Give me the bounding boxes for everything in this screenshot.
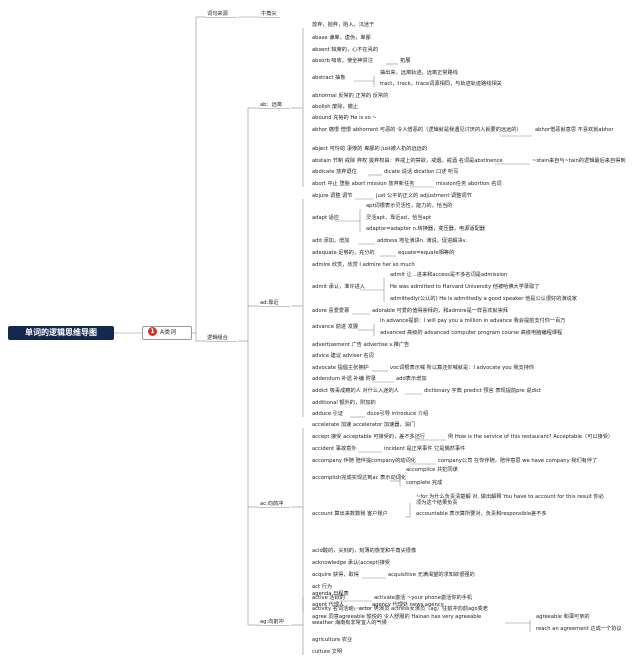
ad-sub-adore[interactable]: adorable 可爱的值得崇拜的，和admire是一样喜欢就崇拜 [372,308,509,314]
ad-item[interactable]: adduce 引证 [312,411,344,417]
ac-sub-accomplish-1[interactable]: accomplice 共犯同谋 [406,467,458,473]
ag-item[interactable]: agenda 日程表 [312,591,349,597]
ad-sub-admit-2[interactable]: He was admitted to Harvard University 他被… [390,284,540,290]
ac-item[interactable]: accomplish完成实现达到ac 表示动词化 [312,475,407,481]
ad-item[interactable]: advance 前进 发展 [312,324,359,330]
ac-item[interactable]: accident 事故意外 [312,446,357,452]
ab-sub-absorb[interactable]: 拓展 [400,58,411,64]
ad-item[interactable]: adore 喜爱爱慕 [312,308,350,314]
group-ad[interactable]: ad:靠近 [260,300,279,306]
ad-item[interactable]: advice 建议 adviser 名词 [312,353,374,359]
group-ac[interactable]: ac:向前冲 [260,501,284,507]
ad-sub-admit-1[interactable]: admit 让...进来和access是不多名词是admission [390,272,508,278]
ac-sub-accept[interactable]: 例 How is the service of this restaurant?… [448,434,614,440]
ab-item[interactable]: abort 中止 堕胎 abort mission 放弃新任务 [312,181,415,187]
ab-item[interactable]: abhor 痛恨 憎恨 abhorrent 可恶的 令人憎恶的（逻辑就是我遇见讨… [312,127,522,133]
source-child-node[interactable]: 牛角尖 [261,11,277,17]
ac-item[interactable]: accompany 伴随 陪伴提company的动词化 [312,458,416,464]
ab-item[interactable]: absorb 吸收，使全神贯注 [312,58,373,64]
category-label: A类词 [160,329,177,336]
ad-item[interactable]: admit 承认，准许进入 [312,284,365,290]
ad-sub-advance-2[interactable]: advanced 高级的 advanced computer program c… [380,330,563,336]
ab-item[interactable]: absent 缺席的，心不在焉的 [312,47,379,53]
ac-sub-account-2[interactable]: accountable 表示算所要对，负责和responsible差不多 [416,511,547,517]
ac-sub-account-1[interactable]: ~for 为什么负责清楚解 对, 做出解释 You have to accoun… [416,494,604,506]
ac-item[interactable]: accelerate 加速 accelerator 加速器，油门 [312,422,416,428]
level1-logic[interactable]: 逻辑组合 [207,335,228,341]
ag-item[interactable]: agriculture 农业 [312,637,353,643]
ad-sub-adapt-3[interactable]: adaptor=adapter n.转换器，变压器，电源适配器 [366,226,485,232]
ad-item[interactable]: adapt 适应 [312,215,340,221]
ad-sub-adapt-2[interactable]: 灵活apt，靠近ad，恰当apt [366,215,431,221]
ad-item[interactable]: adequate 足够的，充分的 [312,250,375,256]
ac-item[interactable]: active 活跃的 [312,595,345,601]
ab-item[interactable]: abolish 废除，撤止 [312,104,359,110]
ad-item[interactable]: addendum 补遗 补编 附录 [312,376,376,382]
ab-item[interactable]: abdicate 放弃退位 [312,169,357,175]
ad-sub-abjure[interactable]: just 公平的正义的 adjustment 调整调节 [376,193,472,199]
ab-item[interactable]: abject 可怜的 凄惨的 卑鄙的 just被人扔的远远的 [312,146,428,152]
ad-item[interactable]: addict 吸毒成瘾的人 对什么入迷的人 [312,388,399,394]
ad-item[interactable]: admire 欣赏，欣赏 I admire her so much [312,262,415,268]
ag-sub-agree-2[interactable]: reach an agreement 达成一个协议 [536,626,622,632]
ac-item[interactable]: activity 名词活动，actor 男演员 actress女演员（ag）往前… [312,606,488,612]
ac-sub-accomplish-2[interactable]: complete 完成 [406,480,443,486]
ag-sub-agent[interactable]: agency 代理处 news agency [372,602,444,608]
ad-sub-advance-1[interactable]: in advance提前：I will pay you a million in… [380,318,566,324]
ac-sub-accompany[interactable]: company公司 在你伴随，陪伴意思 we have company 我们有伴… [438,458,598,464]
ab-sub-abstract-1[interactable]: 抽出来，远离轨迹，远离正常路线 [380,70,458,76]
ab-item[interactable]: abound 充裕的 He is so ~ [312,115,377,121]
ad-sub-adapt-1[interactable]: apt词根表示灵活性，能力的，恰当的 [366,203,453,209]
ag-sub-agree-1[interactable]: agreeable 和蔼可亲的 [536,614,590,620]
ac-sub-active[interactable]: activate激活 ~your phone激活你的手机 [374,595,473,601]
ac-item[interactable]: accept 接受 acceptable 可接受的，差不多还行 [312,434,426,440]
ac-item[interactable]: account 算出来数数我 客户账户 [312,511,388,517]
ag-item[interactable]: culture 文明 [312,649,343,655]
group-ab[interactable]: ab：远离 [260,102,283,108]
ab-sub-abstain[interactable]: ~stain来自与~tain的逻辑最后来自得到 [532,158,626,164]
ad-sub-addendum[interactable]: add表示增加 [396,376,427,382]
ad-sub-advocate[interactable]: voc词根表示喊 所以算还你喊就是：I advocate you 我支持你 [390,365,535,371]
ab-item[interactable]: 放弃，抛弃，陷入，沉迷于 [312,22,375,28]
ab-item[interactable]: abase 谦卑，虚伪，卑鄙 [312,35,371,41]
ab-item[interactable]: abstain 节制 戒除 弃权 拔弃权由：弃戒上的禁欲，戒烟，戒酒 名词是ab… [312,158,503,164]
root-node[interactable]: 单词的逻辑思维导图 [8,326,114,340]
ac-item[interactable]: acknowledge 承认(accept)接受 [312,560,390,566]
group-ag[interactable]: ag:向前冲 [260,619,284,625]
ab-sub-abstract-2[interactable]: tract，track，trace词源相同，与轨迹轨迹路线相关 [380,81,502,87]
ab-item[interactable]: abnormal 反常的 正常的 反常的 [312,93,389,99]
ac-sub-acquire[interactable]: acquisitive 无满渴望的求知欲很强的 [388,572,475,578]
ag-item[interactable]: agree 同意agreeable 愉悦的 令人舒服的 Hainan has v… [312,614,482,626]
ad-item[interactable]: additional 额外的，附加的 [312,400,376,406]
ag-item[interactable]: agent 代理人 [312,602,345,608]
ab-sub-abdicate[interactable]: dicate 说话 dication 口述 听写 [384,169,459,175]
ab-sub-abort[interactable]: mission任务 abortion 名词 [436,181,502,187]
ad-sub-add[interactable]: address 地址演讲n. 演说，促进解决v. [377,238,467,244]
ad-item[interactable]: add 添加，增加 [312,238,350,244]
ac-item[interactable]: acid酸的，尖刻的，刻薄的感觉和牛角尖很像 [312,548,417,554]
priority-badge: 1 [148,327,157,336]
ad-sub-adduce[interactable]: duce引导 introduce 介绍 [367,411,429,417]
ad-item[interactable]: advocate 提倡主张拥护 [312,365,369,371]
ad-item[interactable]: abjure 调整 调节 [312,193,353,199]
ad-sub-addict[interactable]: dictionary 字典 predict 预言 表现提前pre 说dict [424,388,542,394]
level1-source[interactable]: 词句来源 [207,11,228,17]
ad-sub-admit-3[interactable]: admittedly(公认的) He is admittedly a good … [390,296,577,302]
ac-item[interactable]: acquire 获得，取得 [312,572,359,578]
ad-sub-adequate[interactable]: equate=equate相等的 [398,250,455,256]
ac-sub-accident[interactable]: incident 是正常事件 它是偶然事件 [384,446,466,452]
ac-item[interactable]: act 行为 [312,584,333,590]
ab-item[interactable]: abstract 抽象 [312,75,346,81]
ad-item[interactable]: advertisement 广告 advertise v.推广告 [312,342,410,348]
ab-sub-abhor[interactable]: abhor憎恶就意思 不喜欢就abhor [535,127,614,133]
